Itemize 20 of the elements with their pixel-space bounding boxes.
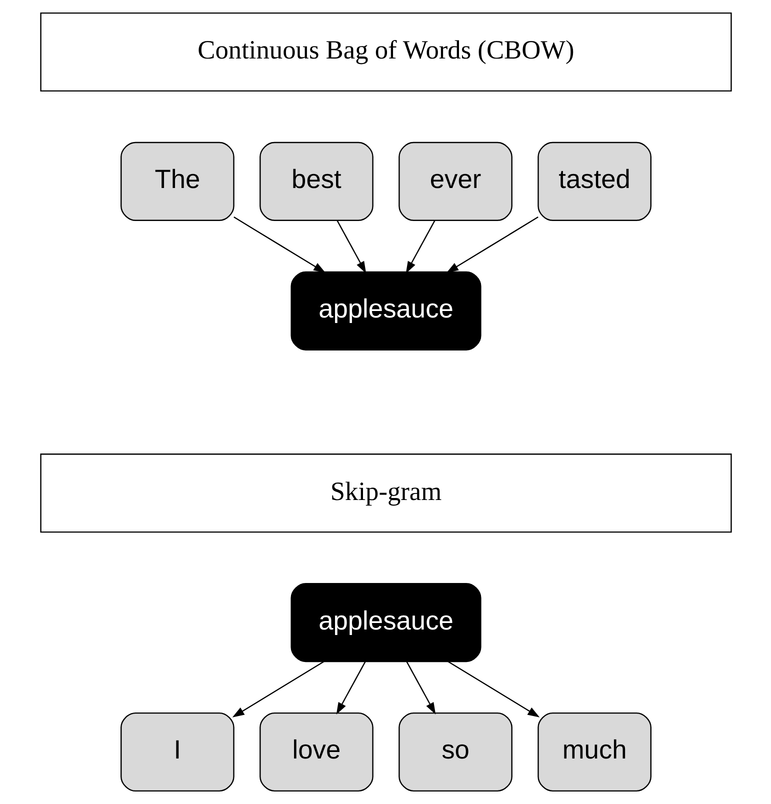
node-box: The xyxy=(120,142,234,221)
node-box: applesauce xyxy=(290,583,481,662)
node-box: Continuous Bag of Words (CBOW) xyxy=(40,12,732,92)
node-box: love xyxy=(259,712,373,792)
node-box: tasted xyxy=(537,142,651,221)
node-box: applesauce xyxy=(290,271,481,350)
arrow xyxy=(447,661,540,718)
node-box: best xyxy=(259,142,373,221)
arrow xyxy=(336,220,366,274)
arrow xyxy=(405,220,435,274)
node-box: so xyxy=(398,712,512,792)
arrow xyxy=(233,216,326,273)
node-box: much xyxy=(537,712,651,792)
arrow xyxy=(336,661,366,715)
node-box: Skip-gram xyxy=(40,454,732,533)
node-box: I xyxy=(120,712,234,792)
node-box: ever xyxy=(398,142,512,221)
arrow xyxy=(446,216,538,273)
arrow xyxy=(232,661,324,718)
arrow xyxy=(406,661,436,715)
